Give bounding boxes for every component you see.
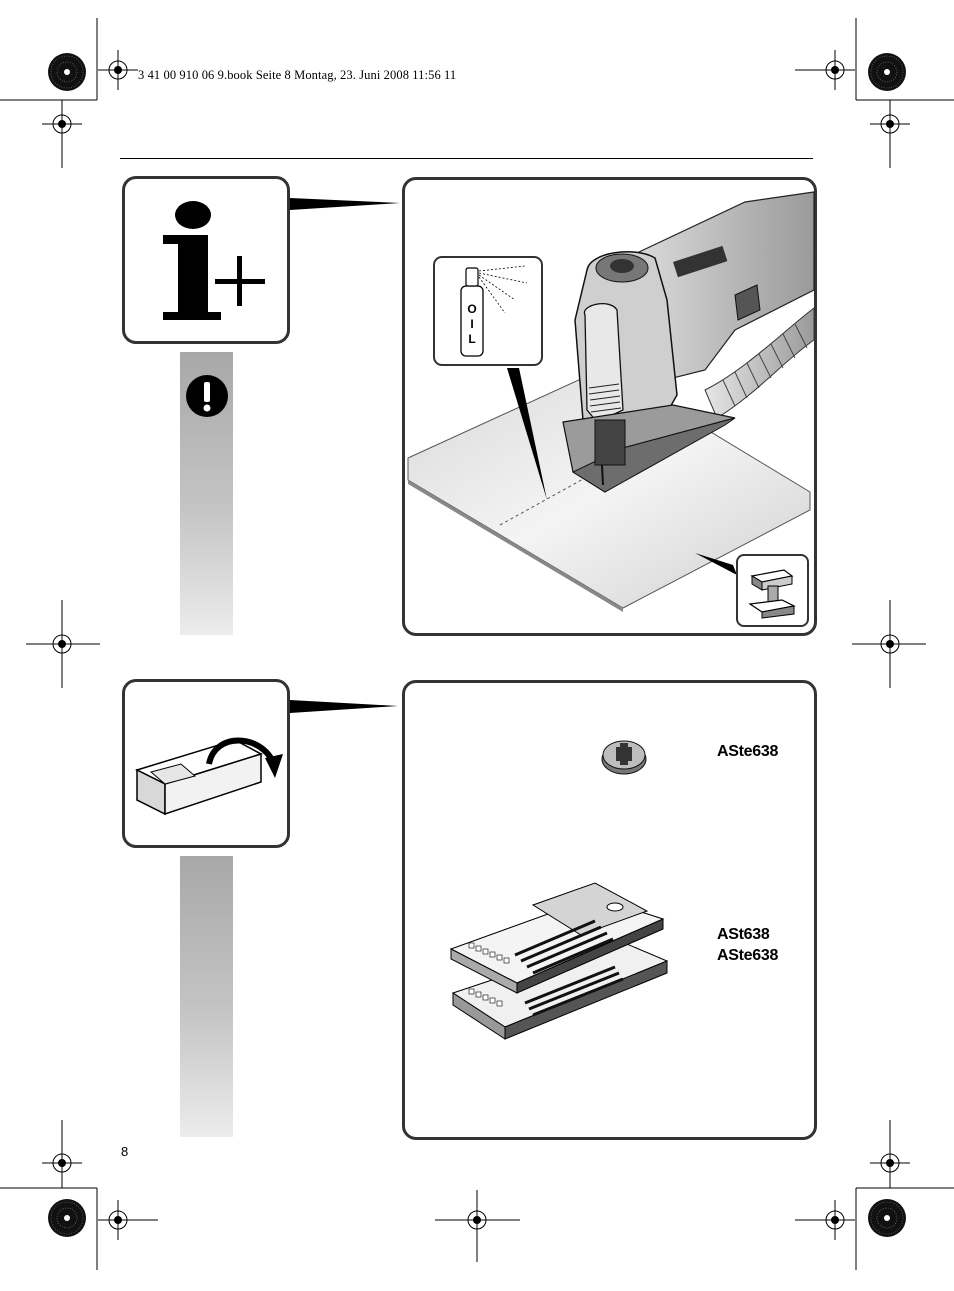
item2-label-line2: ASte638 <box>717 947 779 964</box>
open-box-icon <box>134 737 283 816</box>
steel-beam-icon <box>748 569 796 619</box>
page-number: 8 <box>121 1144 129 1159</box>
info-plus-icon <box>163 201 265 320</box>
oil-label: O I L <box>467 302 477 346</box>
exclamation-icon <box>186 375 228 417</box>
book-info-header: 3 41 00 910 06 9.book Seite 8 Montag, 23… <box>138 68 457 82</box>
pointer-connector <box>290 198 400 713</box>
material-callout <box>736 554 809 627</box>
oil-callout: O I L <box>433 256 543 366</box>
jigsaw-illustration <box>407 191 815 612</box>
info-plus-box <box>122 176 290 344</box>
oil-spray-icon <box>460 265 528 357</box>
saw-blade-packs-icon <box>449 882 669 1040</box>
item1-label: ASte638 <box>717 743 779 760</box>
splinter-guard-icon <box>601 740 647 775</box>
accessory-panel: ASte638 <box>402 680 817 1140</box>
header-rule <box>120 158 813 159</box>
illustration-panel-1: O I L <box>402 177 817 636</box>
side-bar-2 <box>180 856 233 1137</box>
item2-label-line1: ASt638 <box>717 926 770 943</box>
accessory-box-callout <box>122 679 290 848</box>
oil-pointer <box>507 368 737 575</box>
